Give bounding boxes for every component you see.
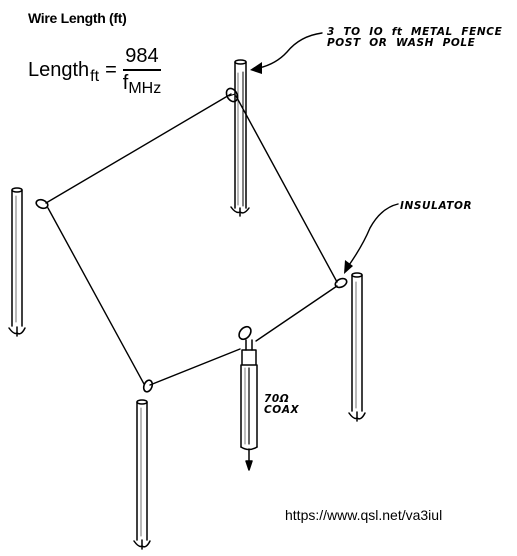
- insulators: [35, 87, 348, 393]
- insulator-right: [334, 277, 348, 289]
- wire-length-formula: Length ft = 984 fMHz: [28, 45, 162, 97]
- insulator-feed: [238, 325, 252, 341]
- post-callout-line-2: POST OR WASH POLE: [327, 37, 476, 49]
- formula-length-label: Length: [28, 58, 90, 81]
- quad-loop-wire: [45, 93, 338, 386]
- formula-numerator: 984: [123, 45, 161, 71]
- insulator-top: [225, 87, 239, 103]
- formula-equals: =: [105, 58, 117, 81]
- formula-fraction: 984 fMHz: [122, 45, 162, 97]
- insulator-bottom: [142, 379, 154, 393]
- post-callout-line-1: 3 TO IO ft METAL FENCE: [327, 26, 503, 38]
- coax-feedline: [240, 339, 258, 471]
- formula-denominator-base: f: [122, 72, 129, 94]
- insulator-left: [35, 198, 49, 210]
- source-url: https://www.qsl.net/va3iul: [285, 507, 443, 523]
- arrowhead-insulator: [344, 260, 353, 274]
- post-left: [8, 187, 26, 337]
- formula-denominator-subscript: MHz: [128, 80, 162, 97]
- coax-impedance-label: 70Ω: [264, 393, 290, 405]
- formula-length-subscript: ft: [90, 68, 100, 85]
- page-title: Wire Length (ft): [28, 10, 127, 26]
- insulator-callout: INSULATOR: [400, 200, 473, 212]
- formula-denominator: fMHz: [122, 71, 162, 97]
- coax-type-label: COAX: [264, 404, 300, 416]
- post-right: [348, 272, 366, 422]
- callout-leaders: [258, 32, 399, 269]
- post-front: [133, 399, 151, 550]
- post-back: [230, 59, 250, 217]
- arrowhead-post: [250, 62, 262, 74]
